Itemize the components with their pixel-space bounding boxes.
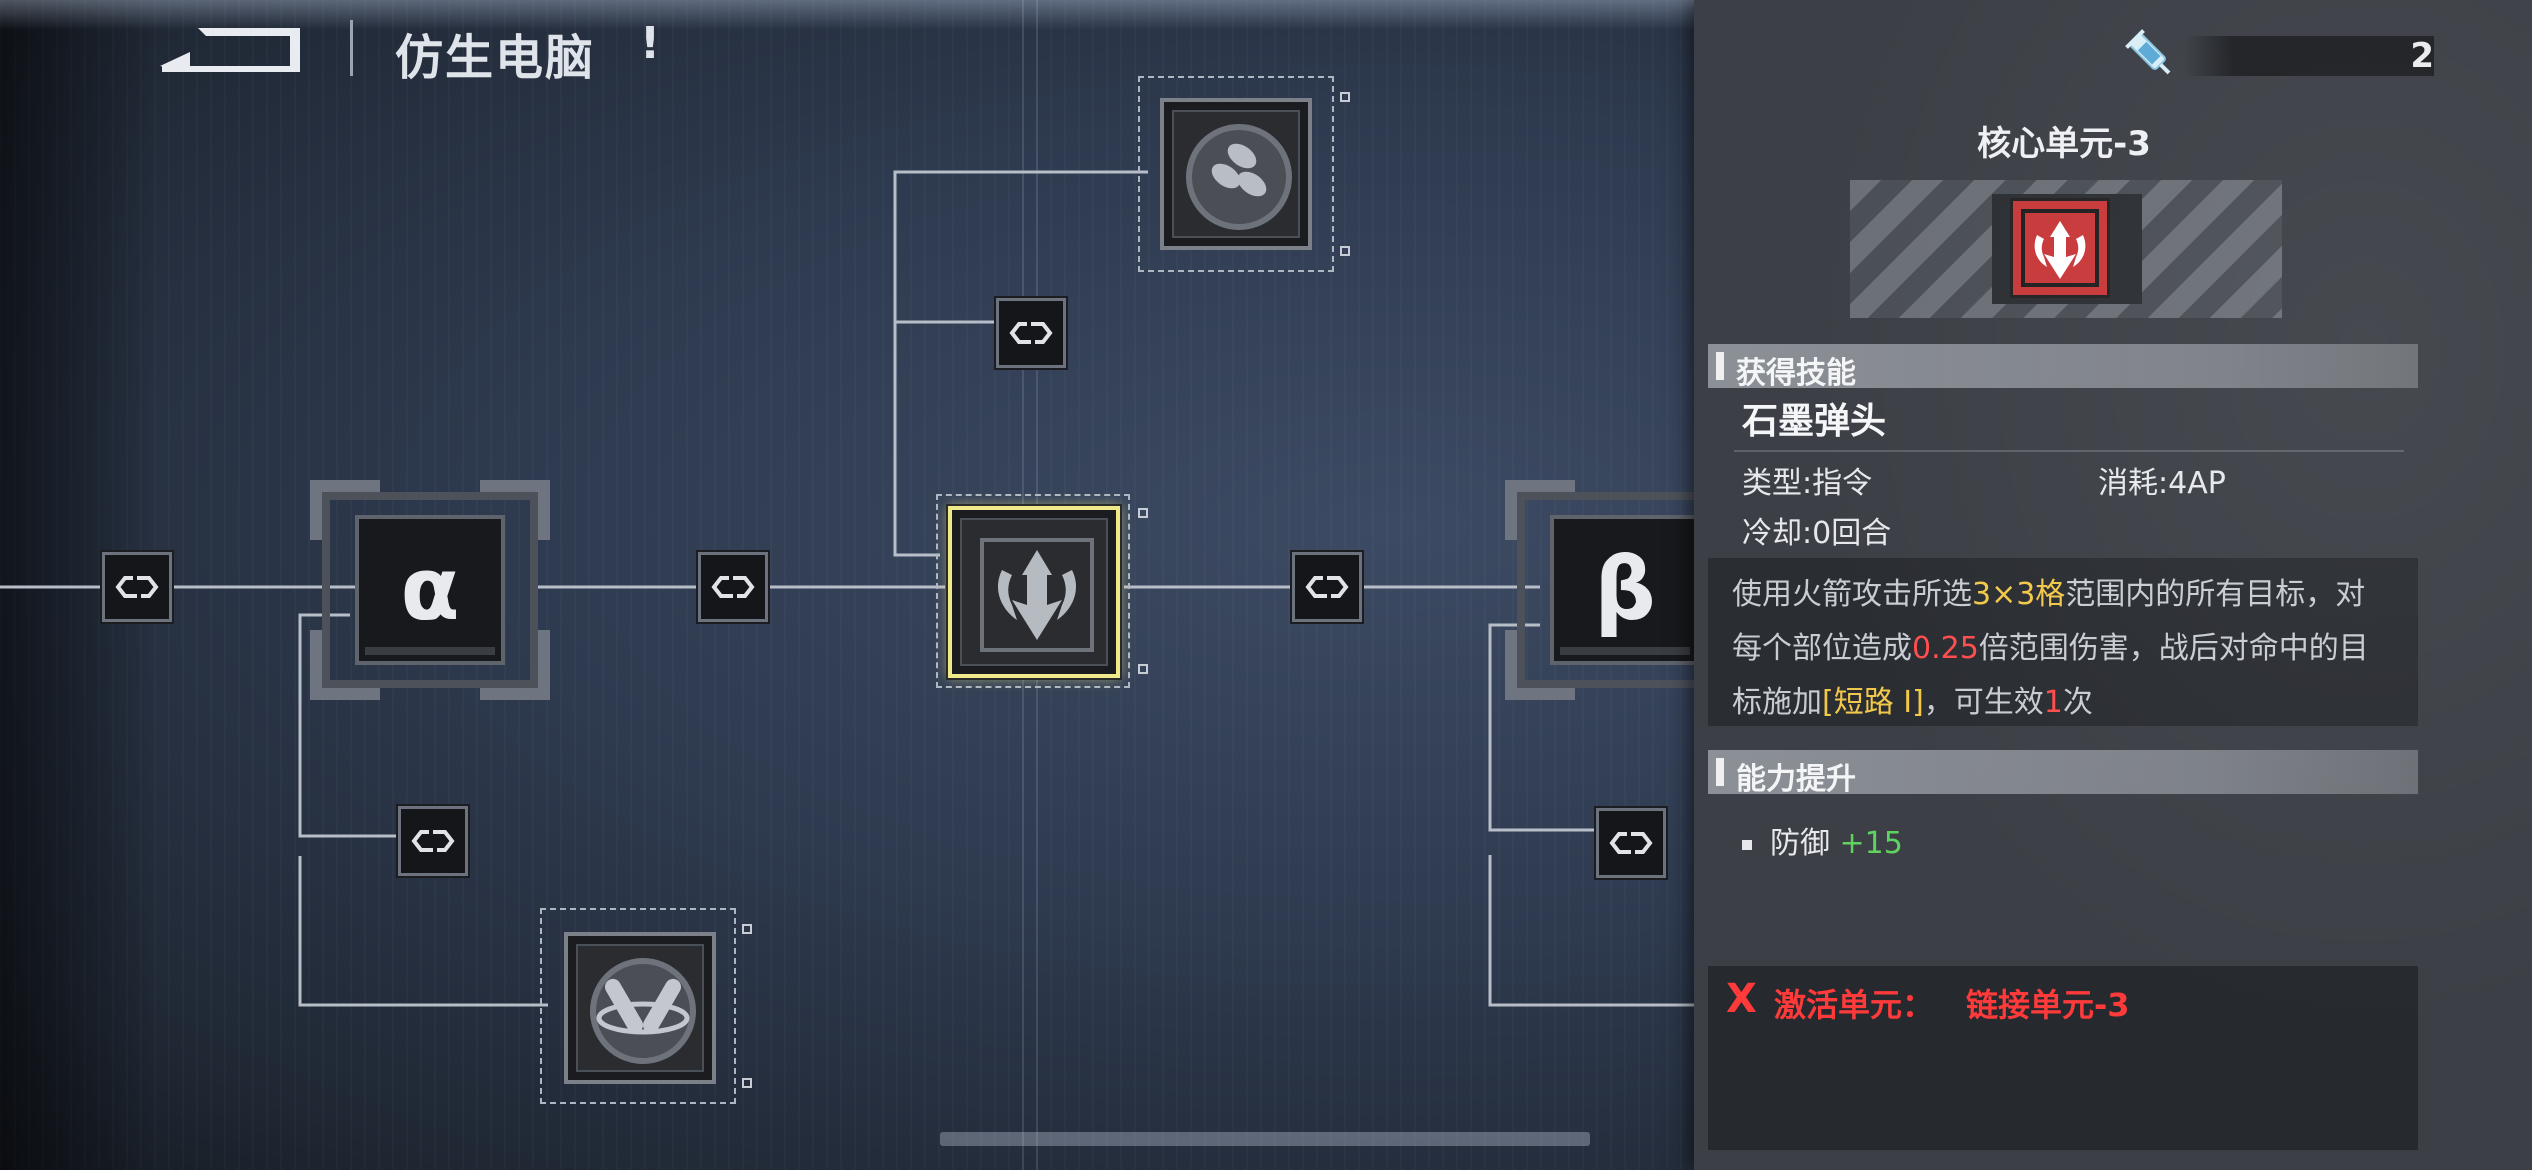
- divider: [1734, 450, 2404, 452]
- slot-corner: [1340, 246, 1350, 256]
- unit-detail-panel: 2 核心单元-3 获得技能 石墨弹头 类型:指令 消耗:4AP 冷却:0回合 使…: [1694, 0, 2532, 1170]
- skill-name: 石墨弹头: [1742, 401, 1887, 442]
- activate-label: 激活单元：: [1774, 986, 1935, 1024]
- bullet-icon: [1742, 839, 1752, 850]
- core-unit-alpha[interactable]: α: [310, 480, 550, 700]
- link-node[interactable]: [698, 552, 768, 622]
- unit-banner: [1850, 180, 2282, 318]
- link-node[interactable]: [1292, 552, 1362, 622]
- ability-row: 防御 +15: [1742, 818, 1903, 862]
- skill-slot-crossed-bullets[interactable]: [540, 908, 752, 1104]
- resource-bar: [2184, 36, 2434, 76]
- link-chain-icon: [115, 576, 159, 598]
- syringe-icon: [2125, 29, 2171, 75]
- link-chain-icon: [1305, 576, 1349, 598]
- link-node[interactable]: [102, 552, 172, 622]
- core-letter: β: [1594, 540, 1656, 640]
- skill-description: 使用火箭攻击所选3×3格范围内的所有目标，对每个部位造成0.25倍范围伤害，战后…: [1708, 558, 2418, 726]
- section-title: 能力提升: [1736, 762, 1856, 797]
- skill-slot-graphite-warhead[interactable]: [936, 494, 1148, 688]
- graphite-warhead-icon: [2010, 198, 2110, 298]
- tree-connections: [0, 170, 1694, 1007]
- core-frame-deco: [310, 480, 550, 700]
- skill-cost: 消耗:4AP: [2098, 466, 2226, 501]
- core-node-alpha[interactable]: α: [355, 515, 505, 665]
- glare: [0, 0, 1700, 30]
- slot-corner: [1340, 92, 1350, 102]
- skill-type: 类型:指令: [1742, 466, 1873, 501]
- slot-corner: [1138, 508, 1148, 518]
- section-title: 获得技能: [1736, 356, 1856, 391]
- core-progress-strip: [1560, 647, 1690, 655]
- unit-icon-frame: [1992, 194, 2142, 304]
- skill-cooldown: 冷却:0回合: [1742, 516, 1892, 551]
- core-progress-strip: [365, 647, 495, 655]
- unit-title: 核心单元-3: [1977, 124, 2151, 164]
- title-divider: [350, 20, 353, 76]
- info-alert-icon[interactable]: !: [640, 18, 661, 69]
- missiles-icon: [1186, 124, 1292, 230]
- skill-slot-missiles[interactable]: [1138, 76, 1350, 272]
- skill-icon-bg: [576, 944, 704, 1072]
- link-node[interactable]: [1596, 808, 1666, 878]
- slot-corner: [742, 924, 752, 934]
- crossed-bullets-icon: [590, 958, 696, 1064]
- skill-node-selected[interactable]: [948, 506, 1120, 678]
- core-node-beta[interactable]: β: [1550, 515, 1700, 665]
- skill-node[interactable]: [564, 932, 716, 1084]
- back-arrow-icon[interactable]: [150, 22, 320, 78]
- slot-corner: [742, 1078, 752, 1088]
- skill-icon-bg: [1172, 110, 1300, 238]
- graphite-warhead-icon: [980, 538, 1094, 652]
- skill-node[interactable]: [1160, 98, 1312, 250]
- resource-count: 2: [2410, 36, 2434, 76]
- activation-requirement: X 激活单元： 链接单元-3: [1708, 966, 2418, 1150]
- link-chain-icon: [711, 576, 755, 598]
- link-node[interactable]: [398, 806, 468, 876]
- area-highlight: 3×3格: [1972, 577, 2066, 612]
- activate-target: 链接单元-3: [1966, 986, 2130, 1024]
- times-highlight: 1: [2043, 685, 2063, 720]
- section-header-skill: 获得技能: [1708, 344, 2418, 391]
- link-chain-icon: [411, 830, 455, 852]
- link-chain-icon: [1609, 832, 1653, 854]
- multiplier-highlight: 0.25: [1912, 631, 1979, 666]
- page-title: 仿生电脑: [395, 30, 596, 86]
- status-highlight: [短路 Ⅰ]: [1822, 685, 1924, 720]
- horizontal-scrollbar[interactable]: [940, 1132, 1590, 1146]
- core-unit-beta[interactable]: β: [1505, 480, 1745, 700]
- unmet-x-icon: X: [1726, 976, 1757, 1022]
- link-chain-icon: [1009, 322, 1053, 344]
- core-letter: α: [400, 540, 460, 640]
- skill-icon-bg: [960, 518, 1108, 666]
- link-node[interactable]: [996, 298, 1066, 368]
- ability-value: +15: [1839, 826, 1903, 861]
- section-header-ability: 能力提升: [1708, 750, 2418, 797]
- slot-corner: [1138, 664, 1148, 674]
